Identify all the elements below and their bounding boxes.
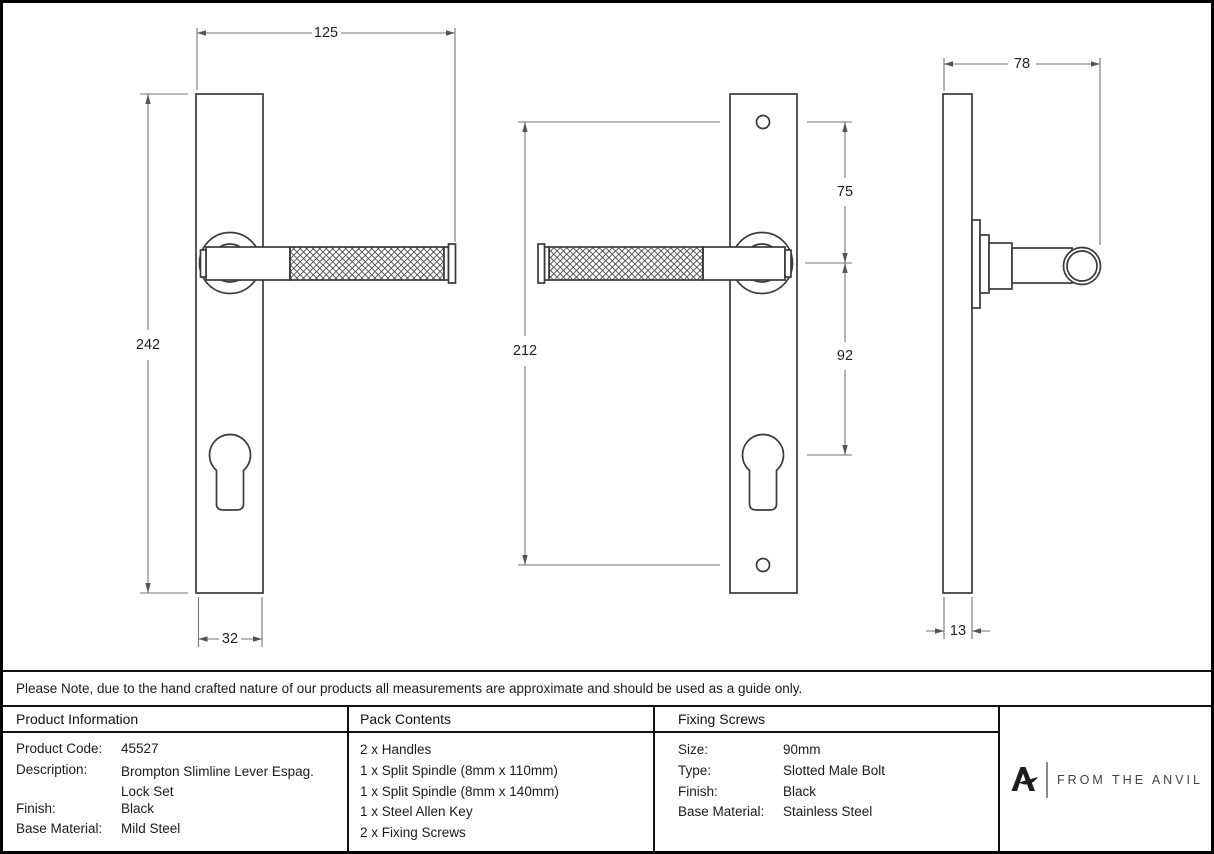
dimension-32: 32 (197, 597, 263, 647)
table-divider-2 (653, 705, 655, 851)
type-label: Type: (678, 762, 712, 778)
type-value: Slotted Male Bolt (783, 762, 886, 778)
pack-item: 2 x Fixing Screws (360, 825, 466, 841)
dim-label-projection: 78 (1014, 56, 1030, 72)
note-row-bottom-line (0, 705, 1214, 707)
dimension-13: 13 (926, 597, 990, 639)
backplate-front-2 (729, 93, 798, 594)
lever-end-cap (447, 243, 457, 284)
base-material-value: Mild Steel (121, 821, 181, 836)
product-code-value: 45527 (121, 741, 159, 756)
drawing-front-view-left: 125 242 32 (136, 25, 457, 647)
finish-label: Finish: (16, 801, 56, 816)
screw-hole-bottom (755, 557, 771, 573)
dimension-242: 242 (136, 93, 188, 594)
pack-item: 1 x Split Spindle (8mm x 140mm) (360, 783, 559, 799)
fixing-screws-header: Fixing Screws (678, 711, 766, 727)
screw-base-material-label: Base Material: (678, 804, 765, 820)
lever-end-cap-2 (537, 243, 546, 284)
pack-item: 1 x Split Spindle (8mm x 110mm) (360, 762, 558, 778)
dimension-92: 92 (807, 263, 853, 456)
screw-hole-top (755, 114, 771, 130)
base-material-label: Base Material: (16, 821, 103, 836)
description-label: Description: (16, 762, 88, 777)
lever-arm-side (1011, 247, 1073, 284)
note-text: Please Note, due to the hand crafted nat… (16, 681, 803, 696)
pack-contents-header: Pack Contents (360, 711, 452, 727)
dimension-75: 75 (805, 121, 853, 264)
dim-label-height: 242 (136, 337, 160, 353)
dimension-78: 78 (943, 56, 1101, 245)
dim-label-thickness: 13 (950, 623, 966, 639)
euro-keyhole (208, 433, 252, 511)
fixing-screws-values: 90mm Slotted Male Bolt Black Stainless S… (783, 740, 885, 823)
logo-wordmark: FROM THE ANVIL (1057, 773, 1203, 787)
pack-item: 1 x Steel Allen Key (360, 804, 473, 820)
dim-label-top-offset: 75 (837, 184, 853, 200)
fixing-screws-labels: Size: Type: Finish: Base Material: (678, 740, 764, 823)
lever-handle (199, 243, 457, 284)
dim-label-bottom-offset: 92 (837, 348, 853, 364)
finish-value: Black (121, 801, 155, 816)
dimension-125: 125 (196, 25, 456, 242)
lever-handle-2 (537, 243, 792, 284)
drawing-front-view-right: 212 75 92 (513, 93, 853, 594)
drawing-side-view: 78 13 (926, 56, 1102, 639)
screw-finish-label: Finish: (678, 783, 718, 799)
backplate-front (195, 93, 264, 594)
lever-end-circle-inner (1066, 250, 1098, 282)
lever-end-circle-outer (1062, 246, 1102, 286)
euro-keyhole-2 (741, 433, 785, 511)
pack-item: 2 x Handles (360, 742, 432, 757)
size-label: Size: (678, 742, 709, 757)
product-information-header: Product Information (16, 711, 139, 727)
size-value: 90mm (783, 742, 821, 757)
knurled-grip-2 (548, 246, 704, 281)
anvil-logo-icon (1011, 767, 1038, 791)
table-header-bottom-line (0, 731, 998, 733)
product-code-label: Product Code: (16, 741, 103, 756)
dim-label-plate-width: 32 (222, 631, 238, 647)
dim-label-screw-centres: 212 (513, 343, 537, 359)
note-row-top-line (0, 670, 1214, 672)
knurled-grip (289, 246, 445, 281)
dimension-212: 212 (513, 121, 720, 566)
table-divider-1 (347, 705, 349, 851)
screw-finish-value: Black (783, 783, 817, 799)
pack-contents-list: 2 x Handles 1 x Split Spindle (8mm x 110… (360, 740, 559, 844)
dim-label-width: 125 (314, 25, 338, 41)
description-value: Brompton Slimline Lever Espag. Lock Set (121, 764, 314, 799)
rose-side-profile (971, 219, 1073, 309)
backplate-side (942, 93, 973, 594)
screw-base-material-value: Stainless Steel (783, 804, 873, 820)
logo-divider-bar (1046, 762, 1048, 798)
table-divider-3 (998, 705, 1000, 851)
